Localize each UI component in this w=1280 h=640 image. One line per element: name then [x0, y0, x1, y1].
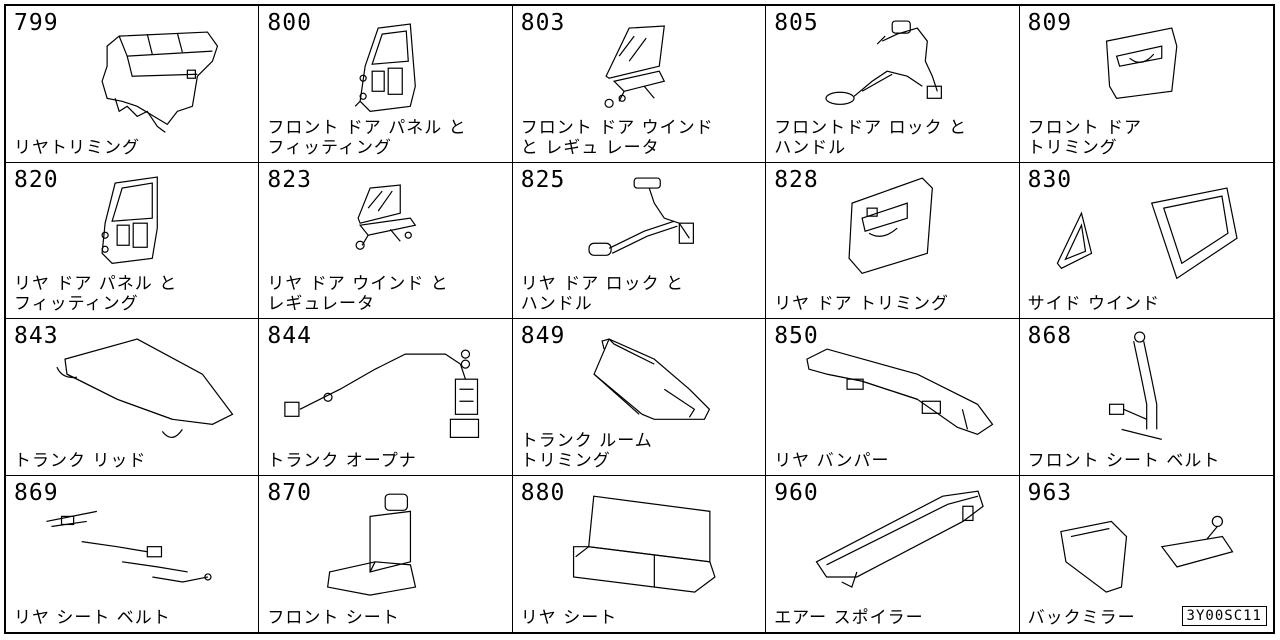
side-window-illustration — [1020, 163, 1273, 319]
part-number: 870 — [267, 479, 312, 506]
part-label: フロント シート ベルト — [1027, 450, 1221, 471]
part-label: トランク ルーム トリミング — [520, 430, 653, 471]
part-cell-843[interactable]: 843 トランク リッド — [6, 319, 260, 476]
part-cell-799[interactable]: 799 リヤトリミング — [6, 6, 260, 163]
part-cell-809[interactable]: 809 フロント ドア トリミング — [1019, 6, 1273, 163]
trunk-lid-illustration — [6, 319, 258, 475]
parts-catalog-grid: 799 リヤトリミング 800 フロント ドア パネル と フィッティング — [4, 4, 1275, 634]
part-label: リヤ ドア ウインド と レギュレータ — [267, 274, 449, 314]
part-cell-805[interactable]: 805 フロントドア ロック と ハンドル — [766, 6, 1020, 163]
part-cell-820[interactable]: 820 リヤ ドア パネル と フィッティング — [6, 162, 260, 319]
part-label: フロントドア ロック と ハンドル — [774, 117, 967, 158]
part-label: リヤ シート ベルト — [14, 608, 171, 628]
part-cell-825[interactable]: 825 リヤ ドア ロック と ハンドル — [512, 162, 767, 319]
part-label: リヤ ドア ロック と ハンドル — [520, 274, 685, 314]
rear-seat-illustration — [513, 476, 765, 633]
part-label: フロント シート — [267, 608, 400, 628]
part-cell-823[interactable]: 823 リヤ ドア ウインド と レギュレータ — [259, 162, 513, 319]
part-cell-869[interactable]: 869 リヤ シート ベルト — [6, 475, 260, 633]
part-number: 844 — [267, 323, 312, 349]
rear-seat-belt-illustration — [6, 476, 258, 633]
trunk-opener-illustration — [259, 319, 511, 475]
back-mirror-illustration — [1020, 476, 1273, 633]
part-label: フロント ドア パネル と フィッティング — [267, 117, 467, 158]
front-door-lock-handle-illustration — [766, 6, 1018, 162]
part-number: 963 — [1027, 479, 1073, 506]
part-number: 850 — [774, 323, 819, 349]
part-label: リヤ シート — [520, 608, 618, 628]
part-label: フロント ドア ウインド と レギュ レータ — [520, 117, 714, 158]
part-cell-880[interactable]: 880 リヤ シート — [513, 475, 767, 633]
part-number: 825 — [520, 166, 566, 193]
part-number: 843 — [14, 323, 59, 349]
air-spoiler-illustration — [766, 476, 1018, 633]
part-cell-849[interactable]: 849 トランク ルーム トリミング — [512, 319, 767, 476]
rear-door-trimming-illustration — [766, 163, 1018, 319]
part-number: 823 — [267, 166, 312, 193]
front-door-panel-illustration — [259, 6, 511, 162]
part-cell-963[interactable]: 963 バックミラー 3Y00SC11 — [1020, 476, 1273, 633]
part-number: 803 — [520, 10, 566, 36]
rear-door-lock-handle-illustration — [513, 163, 765, 319]
rear-door-panel-illustration — [6, 163, 258, 319]
part-cell-803[interactable]: 803 フロント ドア ウインド と レギュ レータ — [512, 6, 767, 163]
part-label: トランク オープナ — [267, 450, 417, 471]
part-number: 960 — [774, 479, 819, 506]
front-door-window-regulator-illustration — [513, 6, 765, 162]
rear-bumper-illustration — [766, 319, 1018, 475]
part-label: バックミラー — [1027, 608, 1136, 628]
part-cell-868[interactable]: 868 フロント シート ベルト — [1019, 319, 1273, 476]
part-label: トランク リッド — [14, 450, 147, 471]
front-seat-illustration — [259, 476, 511, 633]
front-door-trimming-illustration — [1020, 6, 1273, 162]
part-number: 880 — [520, 479, 566, 506]
diagram-code: 3Y00SC11 — [1181, 606, 1267, 626]
part-number: 800 — [267, 10, 312, 36]
part-number: 869 — [14, 479, 59, 506]
part-label: エアー スポイラー — [774, 608, 924, 628]
part-number: 868 — [1027, 323, 1073, 349]
part-label: サイド ウインド — [1027, 294, 1160, 314]
part-number: 805 — [774, 10, 819, 36]
part-label: リヤ ドア トリミング — [774, 294, 949, 314]
rear-door-window-regulator-illustration — [259, 163, 511, 319]
part-number: 820 — [14, 166, 59, 193]
trunk-room-trimming-illustration — [513, 319, 765, 475]
part-cell-870[interactable]: 870 フロント シート — [259, 475, 513, 633]
front-seat-belt-illustration — [1020, 319, 1273, 475]
part-label: リヤ バンパー — [774, 450, 890, 471]
part-number: 830 — [1027, 166, 1073, 193]
part-cell-828[interactable]: 828 リヤ ドア トリミング — [766, 162, 1020, 319]
part-number: 828 — [774, 166, 819, 193]
part-label: リヤ ドア パネル と フィッティング — [14, 274, 178, 314]
part-cell-960[interactable]: 960 エアー スポイラー — [766, 475, 1020, 633]
part-number: 809 — [1027, 10, 1073, 36]
part-label: リヤトリミング — [14, 137, 140, 158]
part-number: 799 — [14, 10, 59, 36]
part-cell-850[interactable]: 850 リヤ バンパー — [766, 319, 1020, 476]
part-cell-800[interactable]: 800 フロント ドア パネル と フィッティング — [259, 6, 513, 163]
rear-trimming-illustration — [6, 6, 258, 162]
part-label: フロント ドア トリミング — [1027, 117, 1142, 158]
part-number: 849 — [520, 323, 566, 349]
part-cell-844[interactable]: 844 トランク オープナ — [259, 319, 513, 476]
part-cell-830[interactable]: 830 サイド ウインド — [1019, 163, 1273, 319]
